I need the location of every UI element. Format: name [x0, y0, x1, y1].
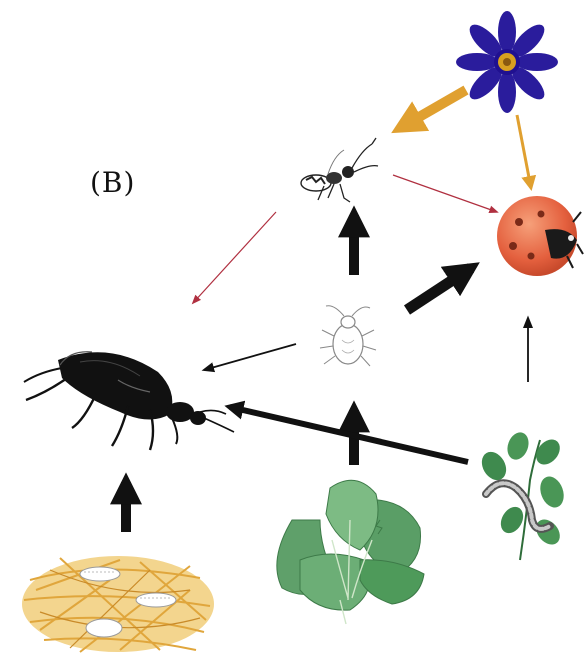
cabbage-icon: [277, 480, 424, 624]
arrow-flower-to-ladybird: [517, 115, 531, 188]
flower-icon: [456, 11, 558, 113]
aphid-icon: [320, 306, 376, 366]
ground-beetle-icon: [24, 352, 234, 450]
straw-icon: [22, 556, 214, 652]
arrow-flower-to-wasp: [400, 90, 466, 128]
caterpillar-icon: [477, 429, 568, 560]
arrow-wasp-to-beetle: [193, 212, 276, 303]
arrow-aphid-to-ladybird: [407, 268, 471, 310]
arrow-aphid-to-beetle: [204, 344, 296, 370]
ladybird-icon: [497, 196, 583, 276]
arrow-wasp-to-ladybird: [393, 175, 497, 212]
arrows: [126, 90, 531, 532]
wasp-icon: [301, 138, 378, 202]
